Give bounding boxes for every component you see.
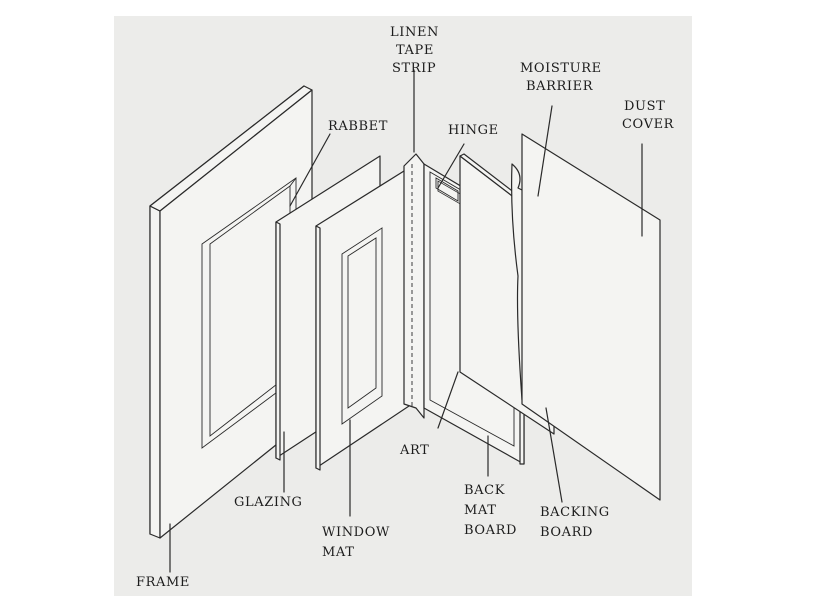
label-hinge: HINGE xyxy=(448,123,499,138)
label-back-mat: MAT xyxy=(464,503,496,518)
label-cover: COVER xyxy=(622,117,675,132)
label-barrier: BARRIER xyxy=(526,79,594,94)
linen-tape-strip xyxy=(403,153,425,419)
label-back: BACK xyxy=(464,483,505,498)
label-back-board: BOARD xyxy=(464,523,517,538)
label-strip: STRIP xyxy=(392,61,436,76)
label-backing: BACKING xyxy=(540,505,610,520)
label-window-mat: MAT xyxy=(322,545,354,560)
picture-framing-exploded-diagram: LINEN TAPE STRIP MOISTURE BARRIER DUST C… xyxy=(136,25,675,590)
label-backing-board: BOARD xyxy=(540,525,593,540)
label-moisture: MOISTURE xyxy=(520,61,602,76)
window-mat xyxy=(315,165,413,471)
label-rabbet: RABBET xyxy=(328,119,388,134)
label-art: ART xyxy=(399,443,429,458)
label-window: WINDOW xyxy=(322,525,390,540)
label-frame: FRAME xyxy=(136,575,190,590)
label-tape: TAPE xyxy=(396,43,434,58)
label-linen: LINEN xyxy=(390,25,439,40)
diagram-panel: LINEN TAPE STRIP MOISTURE BARRIER DUST C… xyxy=(114,16,692,596)
leader-lines xyxy=(169,69,643,573)
dust-cover xyxy=(521,133,661,501)
label-dust: DUST xyxy=(624,99,665,114)
label-glazing: GLAZING xyxy=(234,495,303,510)
frame xyxy=(149,85,313,539)
